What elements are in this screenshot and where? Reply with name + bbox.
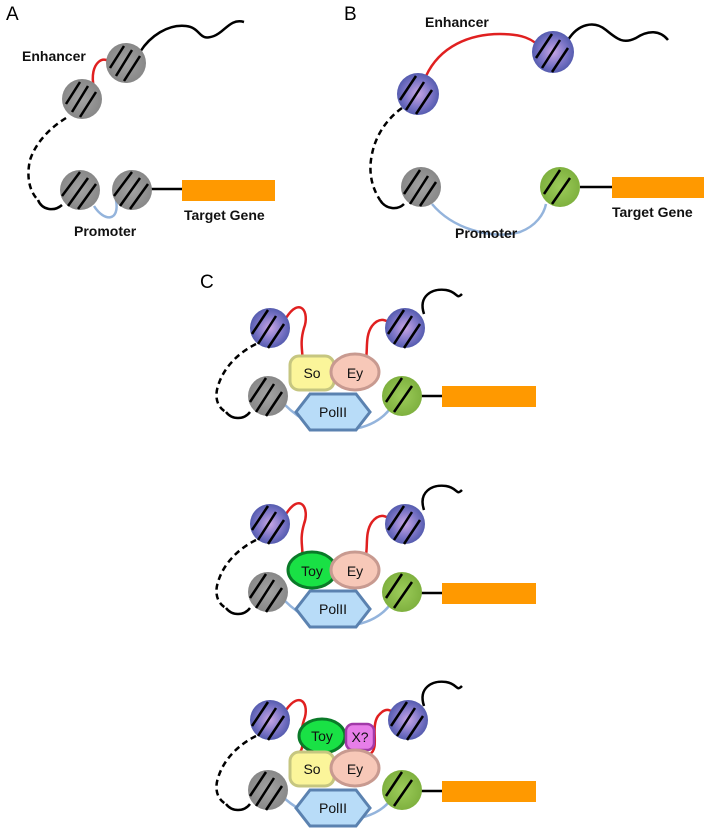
ey-factor: [329, 352, 381, 392]
polii-complex: [294, 589, 372, 629]
polii-complex: [294, 392, 372, 432]
ey-label: Ey: [347, 365, 363, 381]
dna-strand-top: [421, 680, 463, 707]
enhancer-label: Enhancer: [22, 48, 86, 64]
nucleosome-gray: [112, 170, 152, 210]
dashed-dna-loop: [215, 342, 257, 414]
ey-label: Ey: [347, 761, 363, 777]
nucleosome-gray: [401, 167, 441, 207]
nucleosome-gray: [60, 170, 100, 210]
nucleosome-gray: [248, 770, 288, 811]
promoter-label: Promoter: [74, 223, 137, 239]
nucleosome-gray: [248, 572, 288, 613]
so-label: So: [303, 761, 320, 777]
panel-b-label: B: [344, 4, 357, 25]
promoter-dna: [431, 203, 548, 236]
ey-factor: [329, 550, 381, 590]
dna-strand-top: [138, 20, 245, 53]
dna-strand-top: [566, 23, 669, 42]
enhancer-label: Enhancer: [425, 14, 489, 30]
promoter-dna: [92, 199, 118, 219]
nucleosome-blue: [397, 73, 439, 115]
panel-c-complex-toy-ey: Toy Ey PolII: [215, 484, 536, 629]
dashed-dna-loop: [215, 538, 257, 610]
nucleosome-blue: [250, 308, 290, 349]
so-label: So: [303, 365, 320, 381]
dashed-dna-loop: [215, 734, 257, 806]
dna-strand-left: [225, 411, 251, 420]
nucleosome-blue: [388, 700, 428, 741]
polii-label: PolII: [319, 800, 347, 816]
dna-strand-left: [225, 607, 251, 616]
target-gene-box: [182, 180, 275, 201]
target-gene-box: [442, 781, 536, 802]
enhancer-dna: [424, 32, 544, 77]
dashed-dna-loop: [369, 106, 403, 201]
target-gene-box: [442, 386, 536, 407]
dna-strand-top: [421, 288, 463, 315]
panel-b: B Enhancer Promoter Target Gene: [344, 4, 704, 241]
toy-label: Toy: [311, 728, 333, 744]
nucleosome-green: [382, 572, 422, 612]
nucleosome-blue: [532, 31, 574, 73]
panel-c-label: C: [200, 272, 214, 293]
dna-strand-left: [378, 199, 405, 210]
polii-label: PolII: [319, 404, 347, 420]
dna-strand-top: [421, 484, 463, 511]
panel-c-complex-toy-x-so-ey: Toy X? So Ey PolII: [215, 680, 536, 828]
nucleosome-gray: [106, 43, 146, 83]
promoter-label: Promoter: [455, 225, 518, 241]
nucleosome-blue: [385, 308, 425, 349]
target-gene-box: [612, 177, 704, 198]
polii-complex: [294, 788, 372, 828]
target-gene-label: Target Gene: [184, 207, 265, 223]
nucleosome-gray: [248, 376, 288, 417]
nucleosome-gray: [62, 79, 102, 119]
target-gene-box: [442, 583, 536, 604]
toy-label: Toy: [301, 563, 323, 579]
dna-strand-left: [36, 199, 63, 211]
panel-a-label: A: [6, 4, 19, 25]
enhancer-dna: [284, 502, 307, 561]
ey-factor: [329, 748, 381, 788]
nucleosome-blue: [250, 504, 290, 545]
polii-label: PolII: [319, 601, 347, 617]
panel-c-complex-so-ey: So Ey PolII: [215, 288, 536, 432]
dna-strand-left: [225, 803, 251, 812]
nucleosome-green: [382, 376, 422, 416]
nucleosome-green: [382, 770, 422, 810]
nucleosome-green: [540, 167, 580, 207]
nucleosome-blue: [250, 700, 290, 741]
x-label: X?: [351, 729, 368, 745]
nucleosome-blue: [385, 504, 425, 545]
target-gene-label: Target Gene: [612, 204, 693, 220]
ey-label: Ey: [347, 563, 363, 579]
panel-a: A Enhancer Promoter Target Gene: [6, 4, 275, 239]
